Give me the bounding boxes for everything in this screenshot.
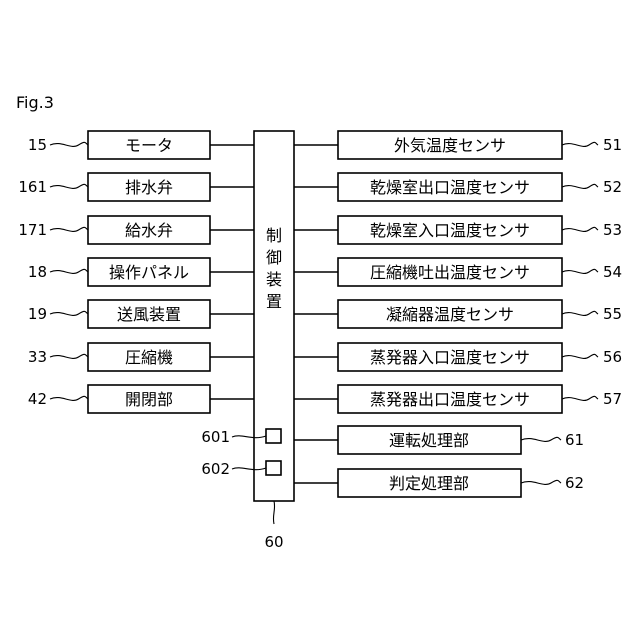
processing-unit-label: 運転処理部: [389, 431, 469, 450]
right-component-label: 圧縮機吐出温度センサ: [370, 263, 530, 282]
unit-601-ref: 601: [201, 428, 230, 446]
left-components: モータ 15 排水弁 161 給水弁 171 操作パネル 18 送風装置 19 圧縮機 33 開閉部 42: [18, 131, 254, 413]
controller-unit-602-square: [266, 461, 281, 475]
processing-unit-ref: 62: [565, 474, 584, 492]
left-component: 操作パネル 18: [28, 258, 254, 286]
right-component: 蒸発器入口温度センサ 56: [294, 343, 622, 371]
right-ref-lead: [562, 269, 598, 273]
controller-ref-lead: [273, 501, 274, 524]
right-ref-lead: [562, 354, 598, 358]
right-component-ref: 52: [603, 178, 622, 196]
left-component-label: 操作パネル: [109, 263, 189, 282]
controller-ref: 60: [264, 533, 283, 551]
left-component: 送風装置 19: [28, 300, 254, 328]
left-component-ref: 42: [28, 390, 47, 408]
left-component-ref: 161: [18, 178, 47, 196]
left-component-ref: 33: [28, 348, 47, 366]
left-component-label: 送風装置: [117, 305, 181, 324]
left-component-ref: 171: [18, 221, 47, 239]
right-component-ref: 53: [603, 221, 622, 239]
right-component-label: 蒸発器入口温度センサ: [370, 348, 530, 367]
right-component-label: 蒸発器出口温度センサ: [370, 390, 530, 409]
figure-label: Fig.3: [16, 93, 54, 112]
right-components: 外気温度センサ 51 乾燥室出口温度センサ 52 乾燥室入口温度センサ 53 圧縮機吐出温度…: [294, 131, 622, 413]
left-component: 開閉部 42: [28, 385, 254, 413]
right-component: 外気温度センサ 51: [294, 131, 622, 159]
right-ref-lead: [562, 311, 598, 315]
left-ref-lead: [50, 142, 88, 146]
left-ref-lead: [50, 311, 88, 315]
right-component-label: 乾燥室出口温度センサ: [370, 178, 530, 197]
controller-label-char: 制: [266, 226, 282, 245]
processing-unit-label: 判定処理部: [389, 474, 469, 493]
processing-ref-lead: [521, 437, 561, 441]
left-component: 給水弁 171: [18, 216, 254, 244]
left-ref-lead: [50, 396, 88, 400]
left-ref-lead: [50, 354, 88, 358]
left-component: モータ 15: [28, 131, 254, 159]
left-component-label: 圧縮機: [125, 348, 173, 367]
left-component: 排水弁 161: [18, 173, 254, 201]
right-component: 乾燥室出口温度センサ 52: [294, 173, 622, 201]
left-ref-lead: [50, 184, 88, 188]
unit-602-ref: 602: [201, 460, 230, 478]
right-component-ref: 51: [603, 136, 622, 154]
controller-label-char: 装: [266, 270, 282, 289]
right-ref-lead: [562, 227, 598, 231]
left-component-label: 開閉部: [125, 390, 173, 409]
left-component-label: 給水弁: [125, 221, 173, 240]
right-ref-lead: [562, 396, 598, 400]
controller-block: 制御装置 60: [254, 131, 294, 551]
left-component-ref: 18: [28, 263, 47, 281]
processing-unit: 判定処理部 62: [294, 469, 584, 497]
right-component: 乾燥室入口温度センサ 53: [294, 216, 622, 244]
right-component-ref: 54: [603, 263, 622, 281]
right-ref-lead: [562, 142, 598, 146]
left-component-ref: 19: [28, 305, 47, 323]
processing-unit-ref: 61: [565, 431, 584, 449]
right-component-label: 乾燥室入口温度センサ: [370, 221, 530, 240]
right-component-label: 凝縮器温度センサ: [386, 305, 514, 324]
right-component: 圧縮機吐出温度センサ 54: [294, 258, 622, 286]
controller-label-char: 置: [266, 292, 282, 311]
left-component: 圧縮機 33: [28, 343, 254, 371]
controller-label-char: 御: [266, 248, 282, 267]
right-component-label: 外気温度センサ: [394, 136, 506, 155]
processing-units: 運転処理部 61 判定処理部 62: [294, 426, 584, 497]
left-component-label: 排水弁: [125, 178, 173, 197]
right-component-ref: 57: [603, 390, 622, 408]
right-component: 凝縮器温度センサ 55: [294, 300, 622, 328]
left-ref-lead: [50, 227, 88, 231]
processing-ref-lead: [521, 480, 561, 484]
controller-box: [254, 131, 294, 501]
left-component-ref: 15: [28, 136, 47, 154]
right-component-ref: 55: [603, 305, 622, 323]
right-ref-lead: [562, 184, 598, 188]
left-ref-lead: [50, 269, 88, 273]
left-component-label: モータ: [125, 136, 173, 155]
right-component: 蒸発器出口温度センサ 57: [294, 385, 622, 413]
processing-unit: 運転処理部 61: [294, 426, 584, 454]
controller-unit-601-square: [266, 429, 281, 443]
right-component-ref: 56: [603, 348, 622, 366]
